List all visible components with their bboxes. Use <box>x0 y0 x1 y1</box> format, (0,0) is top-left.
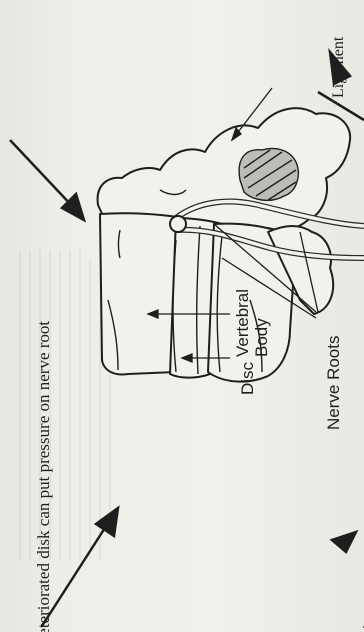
vertebral-body-label: Vertebral Body <box>233 277 271 357</box>
nerve-roots-label: Nerve Roots <box>324 318 344 430</box>
ligament-label: Ligament <box>330 0 348 98</box>
caption-text: Deteriorated disk can put pressure on ne… <box>34 198 54 632</box>
disc-label: Disc <box>238 355 258 395</box>
